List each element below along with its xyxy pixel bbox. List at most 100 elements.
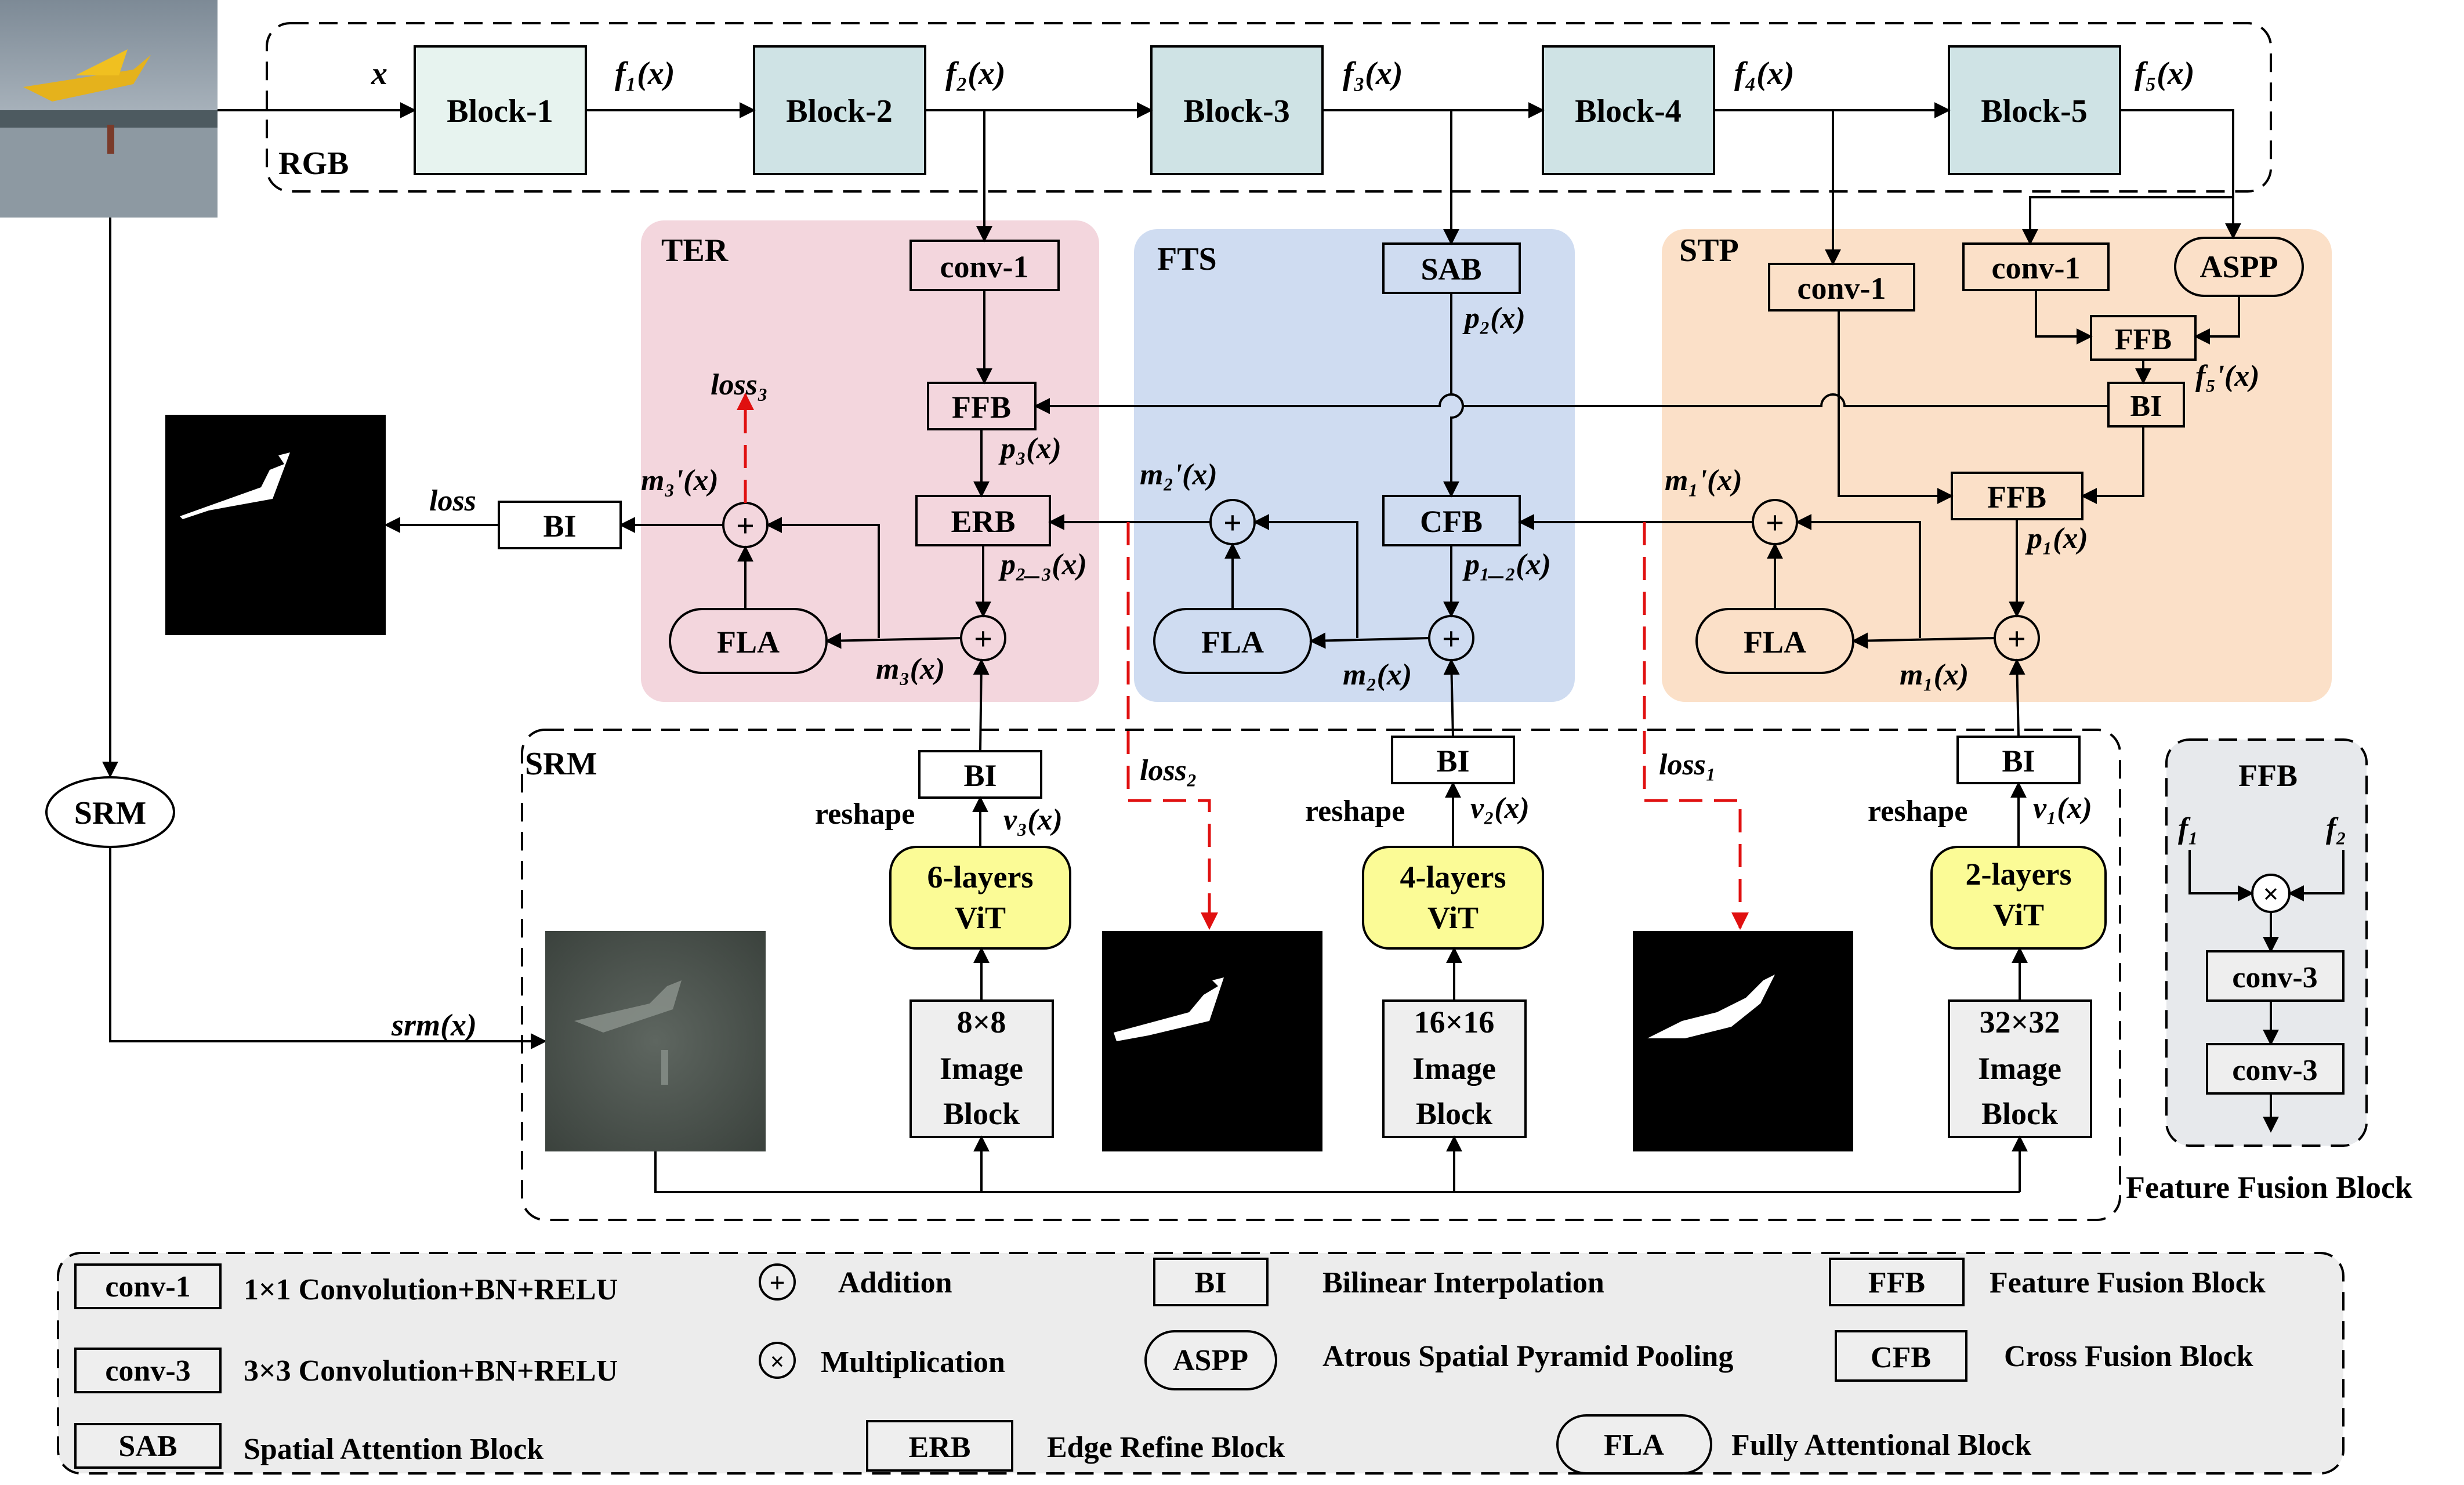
- svg-text:Feature Fusion Block: Feature Fusion Block: [1990, 1266, 2266, 1299]
- ffb-detail-f2: f₂: [2326, 812, 2346, 845]
- svg-text:4-layers: 4-layers: [1400, 860, 1506, 894]
- reshape-label-1: reshape: [815, 798, 915, 831]
- svg-text:CFB: CFB: [1420, 504, 1483, 539]
- svg-text:Block: Block: [1416, 1096, 1492, 1131]
- input-x-label: x: [371, 56, 387, 92]
- stp-conv1-left: conv-1: [1768, 263, 1915, 312]
- svg-text:+: +: [1223, 505, 1242, 541]
- svg-text:conv-1: conv-1: [1992, 251, 2081, 285]
- stp-loss1-label: loss₁: [1659, 748, 1716, 781]
- loss2-mask: [1102, 931, 1322, 1151]
- svg-text:Addition: Addition: [838, 1266, 952, 1299]
- srm-node: SRM: [45, 776, 175, 848]
- vit-4-layers: 4-layers ViT: [1362, 846, 1544, 950]
- fts-add-bottom: +: [1428, 615, 1474, 661]
- svg-text:+: +: [1766, 505, 1784, 541]
- feature-f2-label: f₂(x): [945, 56, 1005, 92]
- ter-ffb: FFB: [927, 382, 1037, 430]
- svg-text:Block: Block: [1981, 1096, 2058, 1131]
- fts-m2-label: m₂(x): [1343, 658, 1412, 691]
- svg-text:Block-3: Block-3: [1183, 93, 1290, 129]
- svg-text:FFB: FFB: [1868, 1266, 1925, 1299]
- ter-p23-label: p₂_₃(x): [998, 548, 1087, 581]
- image-block-8x8: 8×8 Image Block: [909, 999, 1054, 1138]
- legend-multiplication: × Multiplication: [759, 1342, 1005, 1379]
- svg-text:BI: BI: [963, 758, 997, 793]
- ter-conv1: conv-1: [909, 240, 1060, 291]
- reshape-label-2: reshape: [1305, 795, 1405, 828]
- svg-text:SAB: SAB: [1421, 252, 1481, 287]
- svg-text:FLA: FLA: [717, 625, 780, 660]
- srm-title: SRM: [525, 746, 597, 782]
- svg-text:Image: Image: [940, 1051, 1023, 1086]
- svg-text:+: +: [736, 508, 755, 544]
- svg-text:BI: BI: [1195, 1266, 1227, 1299]
- ffb-detail-title: FFB: [2238, 758, 2298, 793]
- ter-p3-label: p₃(x): [998, 432, 1061, 465]
- stp-bi: BI: [2107, 382, 2185, 428]
- svg-text:conv-3: conv-3: [105, 1354, 190, 1388]
- fts-region: [1134, 229, 1575, 702]
- svg-text:BI: BI: [543, 509, 576, 544]
- ter-fla: FLA: [669, 608, 828, 674]
- ffb-detail-conv3-a: conv-3: [2206, 950, 2345, 1002]
- legend-ffb: FFB Feature Fusion Block: [1829, 1258, 2266, 1306]
- legend-aspp: ASPP Atrous Spatial Pyramid Pooling: [1144, 1330, 1733, 1390]
- backbone-block-4: Block-4: [1542, 45, 1715, 175]
- srm-bi-3: BI: [1956, 736, 2081, 784]
- ter-add-top: +: [722, 502, 769, 548]
- svg-text:FFB: FFB: [952, 390, 1011, 425]
- fts-sab: SAB: [1382, 242, 1521, 294]
- fts-loss2-label: loss₂: [1140, 754, 1197, 787]
- ter-add-bottom: +: [960, 615, 1006, 661]
- ffb-detail-conv3-b: conv-3: [2206, 1043, 2345, 1095]
- svg-text:ERB: ERB: [951, 504, 1015, 539]
- ter-title: TER: [661, 233, 729, 269]
- stp-f5p-label: f₅'(x): [2195, 360, 2260, 393]
- vit-6-layers: 6-layers ViT: [889, 846, 1071, 950]
- feature-f5-label: f₅(x): [2135, 56, 2194, 92]
- svg-text:ViT: ViT: [955, 900, 1006, 935]
- input-image: [0, 0, 218, 218]
- svg-text:ViT: ViT: [1993, 897, 2044, 932]
- legend-bi: BI Bilinear Interpolation: [1153, 1258, 1604, 1306]
- svg-text:Image: Image: [1412, 1051, 1496, 1086]
- svg-text:Cross Fusion Block: Cross Fusion Block: [2004, 1340, 2253, 1373]
- stp-p1-label: p₁(x): [2025, 522, 2088, 555]
- v1-label: v₁(x): [2033, 792, 2092, 825]
- svg-text:conv-1: conv-1: [1798, 271, 1886, 306]
- stp-title: STP: [1679, 233, 1739, 269]
- srm-container: [521, 729, 2121, 1221]
- svg-text:BI: BI: [2130, 390, 2162, 423]
- stp-ffb-top: FFB: [2090, 315, 2197, 361]
- srm-x-label: srm(x): [391, 1008, 477, 1042]
- svg-text:Bilinear Interpolation: Bilinear Interpolation: [1322, 1266, 1604, 1299]
- svg-text:Spatial Attention Block: Spatial Attention Block: [244, 1433, 543, 1466]
- ffb-detail-f1: f₁: [2178, 812, 2198, 845]
- svg-text:3×3 Convolution+BN+RELU: 3×3 Convolution+BN+RELU: [244, 1354, 618, 1388]
- backbone-block-1: Block-1: [414, 45, 587, 175]
- svg-text:BI: BI: [2002, 744, 2035, 778]
- svg-text:+: +: [769, 1267, 785, 1298]
- fts-add-top: +: [1209, 499, 1256, 545]
- fts-p12-label: p₁_₂(x): [1462, 548, 1551, 581]
- ffb-detail-caption: Feature Fusion Block: [2126, 1170, 2412, 1205]
- svg-text:Block-4: Block-4: [1575, 93, 1682, 129]
- stp-m1-label: m₁(x): [1900, 658, 1969, 691]
- ter-loss3-label: loss₃: [711, 368, 768, 401]
- svg-text:Block-5: Block-5: [1981, 93, 2088, 129]
- svg-text:FLA: FLA: [1744, 625, 1806, 660]
- svg-text:ViT: ViT: [1427, 900, 1479, 935]
- svg-text:SAB: SAB: [118, 1430, 177, 1463]
- legend-erb: ERB Edge Refine Block: [866, 1420, 1285, 1472]
- stp-aspp: ASPP: [2174, 237, 2304, 297]
- legend-fla: FLA Fully Attentional Block: [1556, 1414, 2031, 1475]
- backbone-block-2: Block-2: [753, 45, 926, 175]
- stp-add-top: +: [1752, 499, 1798, 545]
- svg-text:FLA: FLA: [1201, 625, 1264, 660]
- svg-text:×: ×: [2263, 879, 2278, 910]
- fts-cfb: CFB: [1382, 495, 1521, 546]
- svg-text:Block-2: Block-2: [786, 93, 893, 129]
- stp-fla: FLA: [1695, 608, 1854, 674]
